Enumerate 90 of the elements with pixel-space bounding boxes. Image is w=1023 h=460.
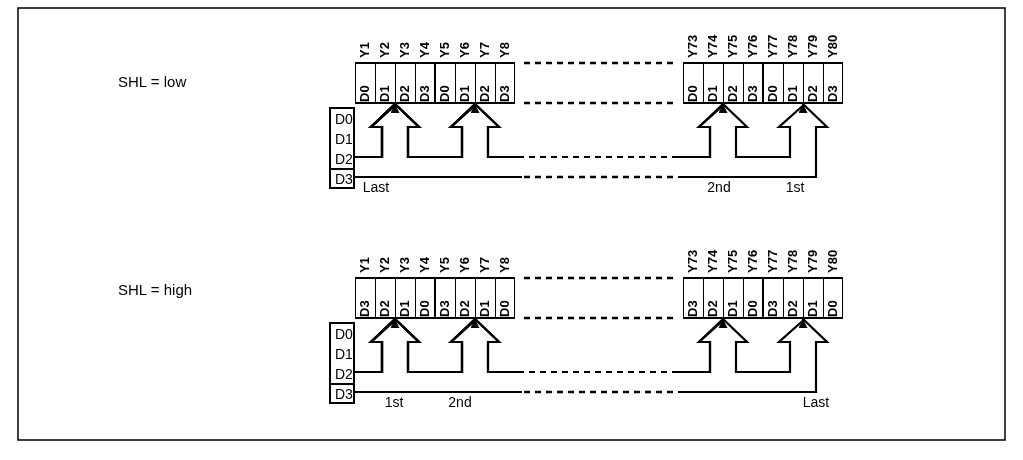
bit-label: D2 [399, 85, 411, 102]
output-label: Y8 [499, 42, 511, 58]
output-label: Y3 [399, 42, 411, 58]
bit-label: D2 [787, 300, 799, 317]
bit-label: D1 [727, 300, 739, 317]
bit-label: D0 [359, 85, 371, 102]
output-label: Y4 [419, 257, 431, 273]
output-label: Y8 [499, 257, 511, 273]
bit-label: D2 [727, 85, 739, 102]
data-bit-label: D1 [335, 346, 353, 362]
bit-label: D2 [459, 300, 471, 317]
output-label: Y1 [359, 257, 371, 273]
output-label: Y77 [767, 34, 779, 58]
bit-label: D3 [767, 300, 779, 317]
bit-label: D0 [687, 85, 699, 102]
data-bit-label: D3 [335, 386, 353, 402]
bit-label: D2 [807, 85, 819, 102]
output-label: Y5 [439, 42, 451, 58]
register-segment [763, 62, 843, 104]
bit-label: D1 [399, 300, 411, 317]
bit-label: D0 [439, 85, 451, 102]
bit-label: D0 [499, 300, 511, 317]
edge-label: Last [801, 395, 831, 410]
output-label: Y76 [747, 34, 759, 58]
output-label: Y1 [359, 42, 371, 58]
data-bit-label: D1 [335, 131, 353, 147]
register-segment [355, 277, 435, 319]
output-label: Y74 [707, 249, 719, 273]
data-bit-label: D2 [335, 151, 353, 167]
data-bit-label: D0 [335, 111, 353, 127]
output-label: Y7 [479, 42, 491, 58]
output-label: Y76 [747, 249, 759, 273]
input-register [329, 107, 355, 189]
bit-label: D3 [359, 300, 371, 317]
register-segment [763, 277, 843, 319]
bit-label: D3 [687, 300, 699, 317]
output-label: Y6 [459, 42, 471, 58]
output-label: Y7 [479, 257, 491, 273]
mode-label: SHL = low [118, 73, 187, 91]
bit-label: D1 [707, 85, 719, 102]
output-label: Y80 [827, 249, 839, 273]
output-label: Y75 [727, 249, 739, 273]
edge-label: 1st [784, 180, 806, 195]
register-segment [435, 62, 515, 104]
bit-label: D1 [459, 85, 471, 102]
bit-label: D1 [479, 300, 491, 317]
output-label: Y79 [807, 34, 819, 58]
data-bit-label: D0 [335, 326, 353, 342]
edge-label: Last [361, 180, 391, 195]
bit-label: D3 [499, 85, 511, 102]
output-label: Y6 [459, 257, 471, 273]
output-label: Y74 [707, 34, 719, 58]
bit-label: D0 [827, 300, 839, 317]
edge-label: 1st [383, 395, 405, 410]
output-label: Y79 [807, 249, 819, 273]
bit-label: D2 [479, 85, 491, 102]
edge-label: 2nd [706, 180, 732, 195]
bit-label: D1 [379, 85, 391, 102]
output-label: Y73 [687, 249, 699, 273]
bit-label: D1 [787, 85, 799, 102]
output-label: Y78 [787, 34, 799, 58]
register-segment [435, 277, 515, 319]
input-register [329, 322, 355, 404]
bit-label: D0 [767, 85, 779, 102]
register-segment [355, 62, 435, 104]
output-label: Y80 [827, 34, 839, 58]
bit-label: D1 [807, 300, 819, 317]
bit-label: D2 [707, 300, 719, 317]
output-label: Y3 [399, 257, 411, 273]
bit-label: D3 [419, 85, 431, 102]
bit-label: D3 [747, 85, 759, 102]
bit-label: D2 [379, 300, 391, 317]
bit-label: D3 [439, 300, 451, 317]
data-bit-label: D2 [335, 366, 353, 382]
mode-label: SHL = high [118, 281, 193, 299]
output-label: Y77 [767, 249, 779, 273]
output-label: Y2 [379, 42, 391, 58]
output-label: Y5 [439, 257, 451, 273]
edge-label: 2nd [447, 395, 473, 410]
bit-label: D3 [827, 85, 839, 102]
register-segment [683, 62, 763, 104]
data-bit-label: D3 [335, 171, 353, 187]
output-label: Y78 [787, 249, 799, 273]
output-label: Y2 [379, 257, 391, 273]
register-segment [683, 277, 763, 319]
bit-label: D0 [747, 300, 759, 317]
output-label: Y73 [687, 34, 699, 58]
bit-label: D0 [419, 300, 431, 317]
output-label: Y75 [727, 34, 739, 58]
output-label: Y4 [419, 42, 431, 58]
